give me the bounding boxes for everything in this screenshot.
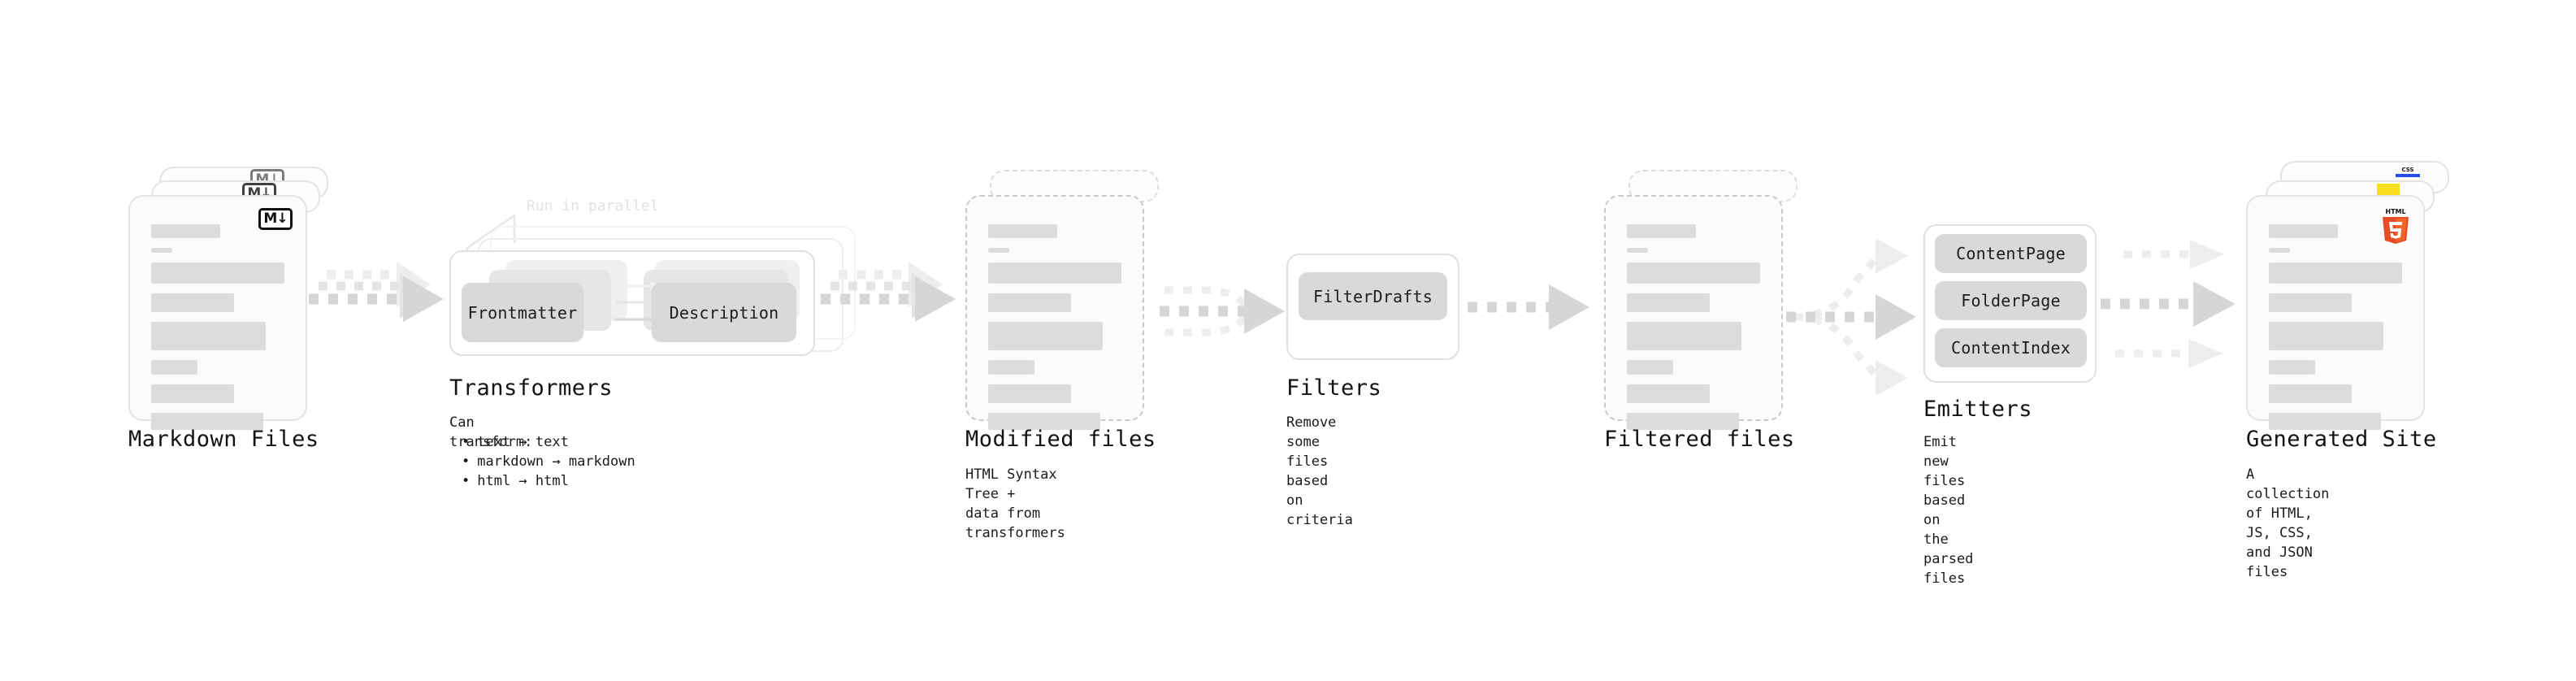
connector-emitters-to-site bbox=[2101, 240, 2236, 368]
connector-filtered-to-emitters bbox=[1786, 238, 1916, 396]
skeleton-bars bbox=[988, 224, 1121, 440]
stage-subtitle-filters: Remove some files based on criteria bbox=[1286, 414, 1353, 528]
site-card-front: HTML bbox=[2246, 195, 2425, 430]
skeleton-bar bbox=[1627, 262, 1760, 284]
transformers-bullet-list: text → text markdown → markdown html → h… bbox=[462, 432, 635, 491]
skeleton-bar bbox=[988, 360, 1035, 375]
svg-text:HTML: HTML bbox=[2385, 208, 2405, 215]
markdown-card-front: M↓ bbox=[128, 195, 307, 430]
skeleton-bar bbox=[2269, 322, 2384, 350]
skeleton-bars bbox=[2269, 224, 2402, 440]
stage-title-filtered-files: Filtered files bbox=[1604, 427, 1795, 452]
skeleton-bar bbox=[2269, 384, 2352, 403]
stage-title-transformers: Transformers bbox=[449, 375, 614, 401]
modified-card-front bbox=[965, 195, 1144, 430]
skeleton-bar bbox=[151, 384, 234, 403]
skeleton-bars bbox=[151, 224, 284, 440]
skeleton-bar bbox=[988, 413, 1100, 430]
html5-badge: HTML bbox=[2383, 208, 2409, 244]
skeleton-bar bbox=[2269, 262, 2402, 284]
stage-title-emitters: Emitters bbox=[1923, 397, 2033, 422]
skeleton-bar bbox=[1627, 248, 1649, 253]
bullet-item: text → text bbox=[462, 432, 635, 452]
skeleton-bar bbox=[2269, 224, 2339, 238]
emitters-pill-contentpage[interactable]: ContentPage bbox=[1935, 234, 2087, 273]
stage-subtitle-emitters: Emit new files based on the parsed files bbox=[1923, 434, 1974, 587]
skeleton-bar bbox=[151, 322, 267, 350]
transformers-pill-description[interactable]: Description bbox=[652, 283, 796, 342]
skeleton-bar bbox=[151, 413, 263, 430]
connector-md-to-transformers bbox=[309, 262, 444, 322]
filtered-card-front bbox=[1604, 195, 1783, 430]
run-in-parallel-label: Run in parallel bbox=[527, 197, 659, 215]
skeleton-bar bbox=[988, 293, 1071, 312]
connector-modified-to-filters bbox=[1160, 286, 1285, 336]
emitters-pill-folderpage[interactable]: FolderPage bbox=[1935, 281, 2087, 320]
stage-title-filters: Filters bbox=[1286, 375, 1382, 401]
skeleton-bar bbox=[151, 248, 173, 253]
skeleton-bar bbox=[988, 224, 1058, 238]
connector-transformers-to-modified bbox=[821, 262, 956, 322]
skeleton-bar bbox=[1627, 360, 1674, 375]
skeleton-bar bbox=[151, 360, 198, 375]
css-badge: CSS bbox=[2396, 167, 2420, 177]
stage-title-markdown-files: Markdown Files bbox=[128, 427, 319, 452]
bullet-item: markdown → markdown bbox=[462, 452, 635, 471]
markdown-badge: M↓ bbox=[258, 208, 293, 230]
skeleton-bars bbox=[1627, 224, 1760, 440]
filters-pill-filterdrafts[interactable]: FilterDrafts bbox=[1299, 272, 1447, 320]
skeleton-bar bbox=[2269, 360, 2316, 375]
bullet-item: html → html bbox=[462, 471, 635, 491]
skeleton-bar bbox=[988, 384, 1071, 403]
skeleton-bar bbox=[2269, 413, 2381, 430]
stage-title-generated-site: Generated Site bbox=[2246, 427, 2437, 452]
skeleton-bar bbox=[1627, 384, 1710, 403]
skeleton-bar bbox=[2269, 248, 2291, 253]
stage-title-modified-files: Modified files bbox=[965, 427, 1156, 452]
skeleton-bar bbox=[2269, 293, 2352, 312]
skeleton-bar bbox=[1627, 224, 1697, 238]
skeleton-bar bbox=[988, 322, 1104, 350]
emitters-pill-contentindex[interactable]: ContentIndex bbox=[1935, 328, 2087, 367]
stage-subtitle-modified-files: HTML Syntax Tree + data from transformer… bbox=[965, 466, 1065, 541]
js-badge bbox=[2377, 184, 2400, 197]
skeleton-bar bbox=[151, 293, 234, 312]
skeleton-bar bbox=[1627, 322, 1742, 350]
skeleton-bar bbox=[988, 262, 1121, 284]
skeleton-bar bbox=[1627, 293, 1710, 312]
skeleton-bar bbox=[1627, 413, 1739, 430]
skeleton-bar bbox=[988, 248, 1010, 253]
connector-filters-to-filtered bbox=[1468, 284, 1589, 330]
skeleton-bar bbox=[151, 262, 284, 284]
skeleton-bar bbox=[151, 224, 221, 238]
stage-subtitle-generated-site: A collection of HTML, JS, CSS, and JSON … bbox=[2246, 466, 2330, 580]
transformers-pill-frontmatter[interactable]: Frontmatter bbox=[462, 283, 583, 342]
